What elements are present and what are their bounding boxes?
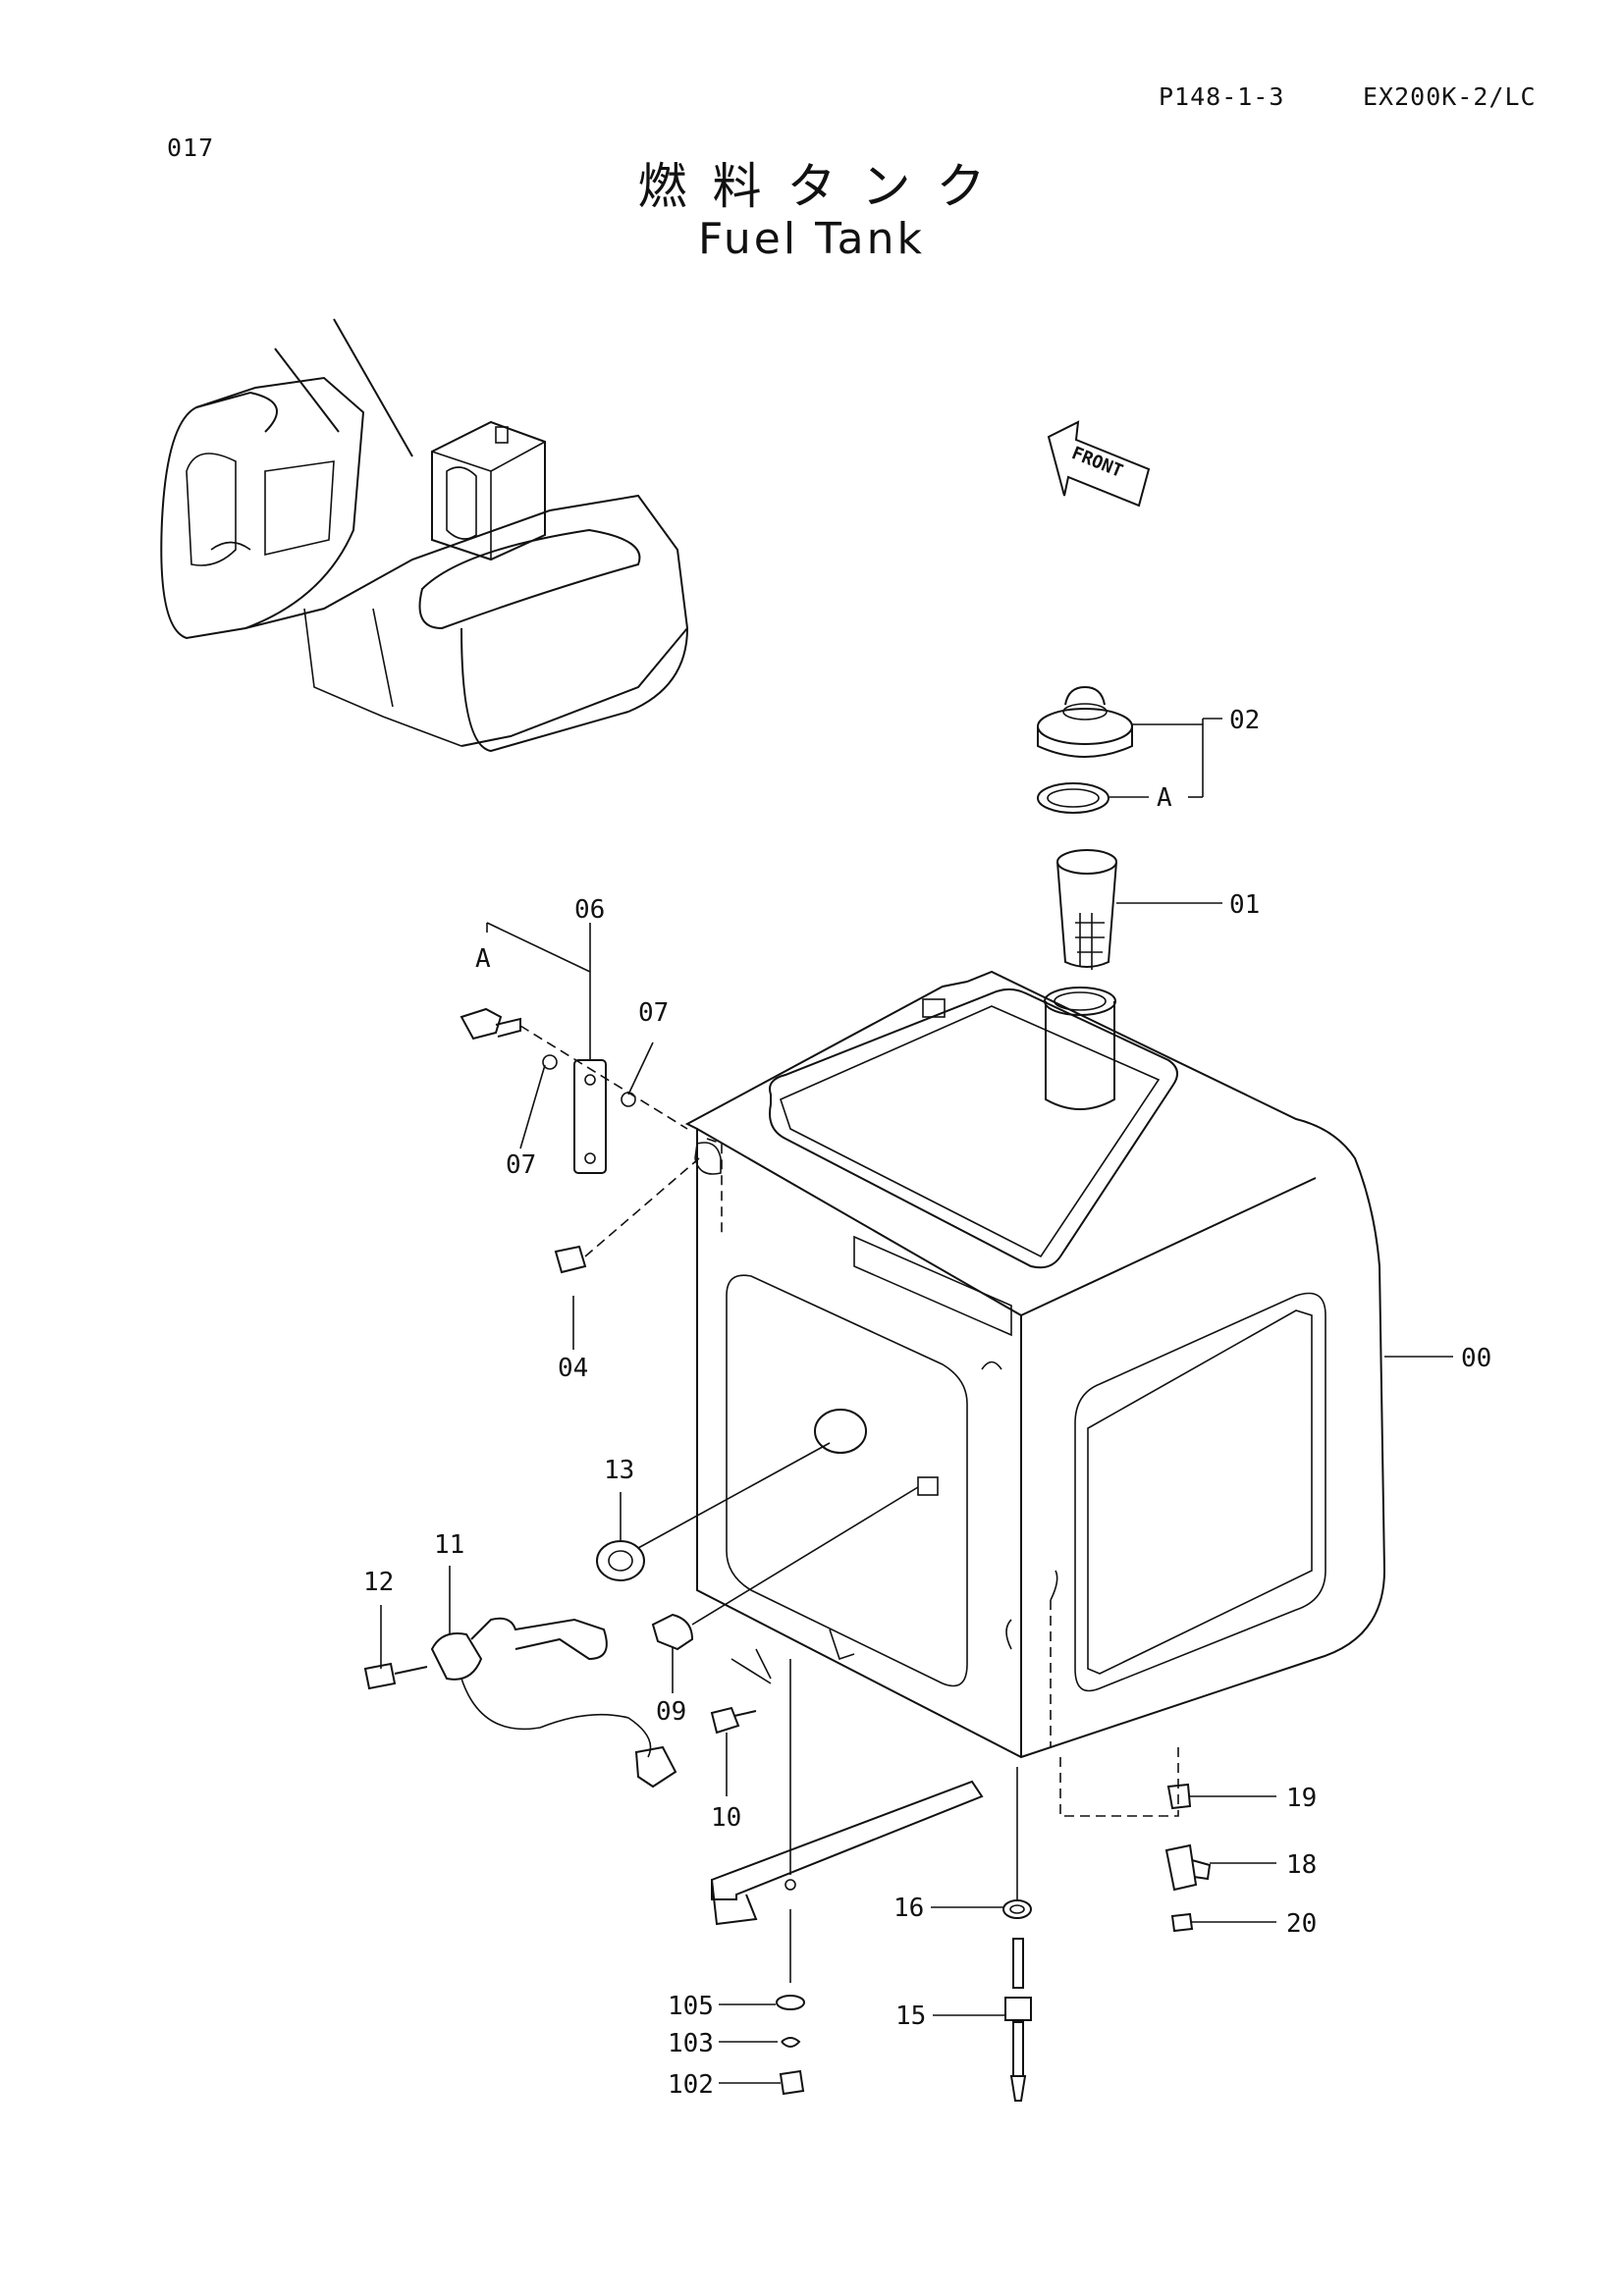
callout-07-right: 07 — [638, 998, 669, 1028]
page-number: 017 — [167, 133, 215, 162]
callout-15: 15 — [895, 2002, 926, 2031]
callout-18: 18 — [1286, 1850, 1317, 1880]
part-01-strainer — [1056, 849, 1117, 970]
part-16-washer — [1002, 1767, 1032, 1919]
callout-12: 12 — [363, 1568, 394, 1597]
callout-19: 19 — [1286, 1784, 1317, 1813]
callout-10: 10 — [711, 1803, 741, 1833]
title-japanese: 燃料タンク — [637, 158, 1011, 215]
callout-103: 103 — [668, 2029, 714, 2058]
callout-00: 00 — [1461, 1344, 1491, 1373]
fuel-tank-body — [684, 970, 1386, 1759]
callout-labels: 02 A 01 00 06 A 07 07 04 13 11 12 09 10 … — [363, 706, 1491, 2100]
callout-a-seal: A — [1157, 783, 1172, 813]
callout-102: 102 — [668, 2070, 714, 2100]
part-15-drain-valve — [1004, 1938, 1032, 2102]
tank-bracket — [711, 1659, 984, 1983]
callout-04: 04 — [558, 1354, 588, 1383]
callout-07-left: 07 — [506, 1150, 536, 1180]
callout-20: 20 — [1286, 1909, 1317, 1939]
callout-06: 06 — [574, 895, 605, 925]
part-09-clip — [651, 1476, 939, 1651]
callout-09: 09 — [656, 1697, 686, 1727]
callout-02: 02 — [1229, 706, 1260, 735]
front-direction-arrow: FRONT — [1047, 420, 1151, 507]
parts-102-103-105 — [776, 1995, 805, 2096]
page-code: P148-1-3 — [1159, 82, 1285, 111]
part-11-fuel-sender — [363, 1617, 677, 1789]
callout-13: 13 — [604, 1456, 634, 1485]
part-18-19-20-fittings — [1059, 1747, 1212, 1933]
excavator-overview — [160, 318, 689, 753]
part-10-bolt — [710, 1648, 772, 1735]
part-06-gauge — [460, 1007, 688, 1174]
title-english: Fuel Tank — [698, 214, 925, 264]
model-number: EX200K-2/LC — [1363, 82, 1537, 111]
part-13-flange — [596, 1409, 867, 1581]
callout-a-bolt: A — [475, 944, 491, 974]
callout-105: 105 — [668, 1992, 714, 2021]
leader-lines — [380, 718, 1453, 2084]
part-02-cap — [1037, 685, 1133, 758]
callout-11: 11 — [434, 1530, 464, 1560]
part-a-seal — [1037, 782, 1109, 814]
callout-16: 16 — [893, 1894, 924, 1923]
part-04-plug — [554, 1142, 722, 1274]
callout-01: 01 — [1229, 890, 1260, 920]
